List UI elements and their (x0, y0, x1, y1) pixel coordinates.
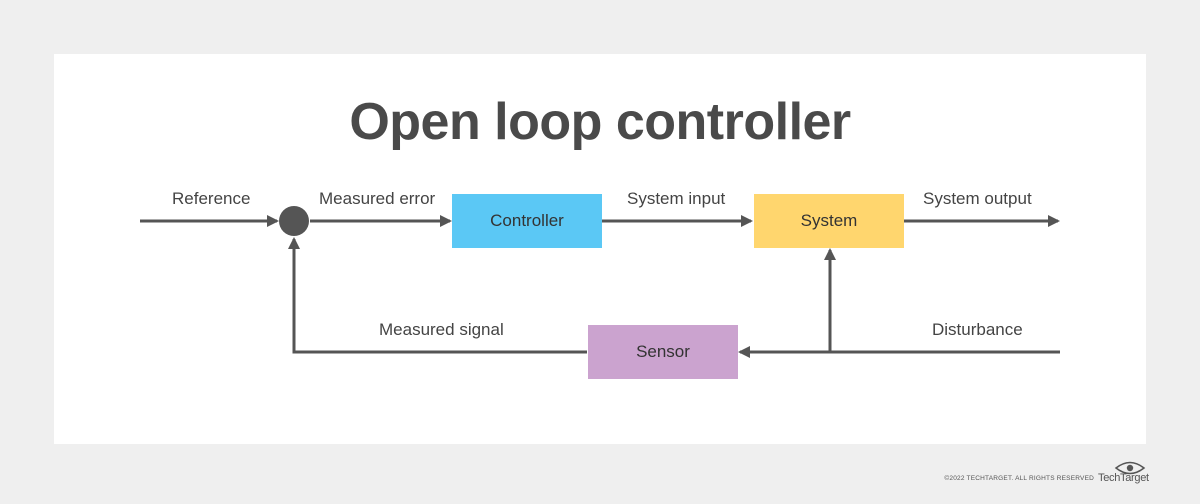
summing-junction (279, 206, 309, 236)
system-output-label: System output (923, 189, 1032, 208)
measured-error-label: Measured error (319, 189, 436, 208)
measured-signal-wire (288, 237, 587, 354)
system-input-label: System input (627, 189, 726, 208)
sensor-block-label: Sensor (636, 342, 690, 361)
reference-label: Reference (172, 189, 251, 208)
disturbance-label: Disturbance (932, 320, 1023, 339)
system-block: System (754, 194, 904, 248)
diagram-title: Open loop controller (349, 93, 851, 151)
controller-block-label: Controller (490, 211, 564, 230)
controller-block: Controller (452, 194, 602, 248)
sensor-block: Sensor (588, 325, 738, 379)
copyright-notice: ©2022 TECHTARGET. ALL RIGHTS RESERVED (944, 475, 1094, 482)
measured-signal-label: Measured signal (379, 320, 504, 339)
techtarget-logo-text: TechTarget (1098, 472, 1149, 484)
system-block-label: System (800, 211, 858, 230)
diagram-card (54, 54, 1146, 444)
techtarget-eye-icon (1114, 461, 1146, 475)
